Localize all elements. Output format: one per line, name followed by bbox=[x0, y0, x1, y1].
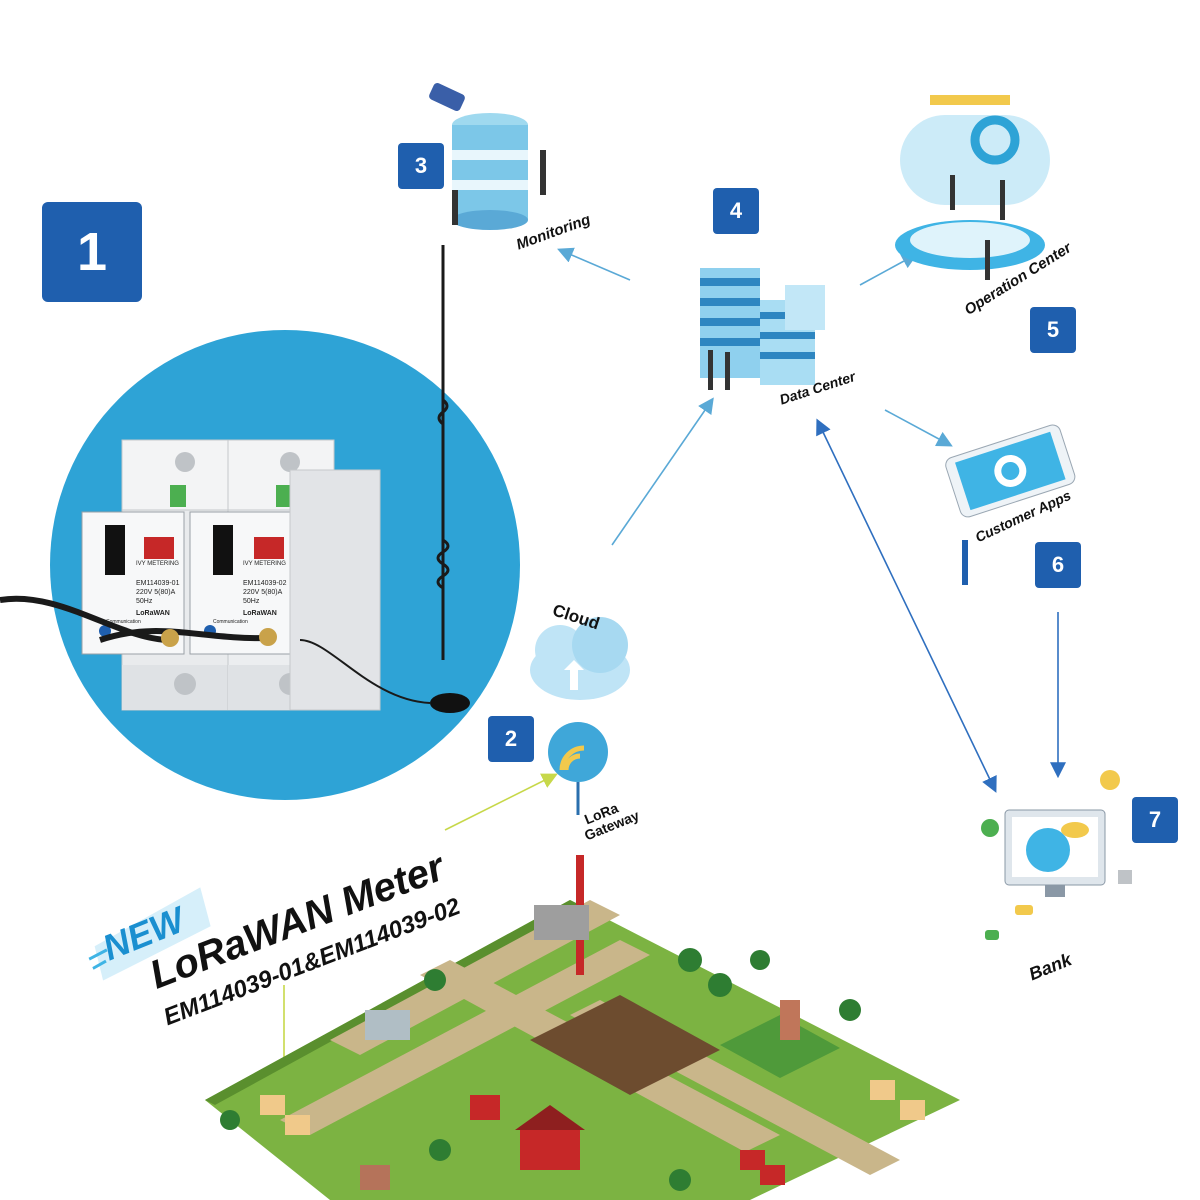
field-crops bbox=[530, 995, 720, 1095]
meter-1-faceplate-text: IVY METERING EM114039-01 220V 5(80)A 50H… bbox=[106, 560, 180, 627]
meter-2 bbox=[189, 439, 381, 711]
meter-2-rating: 220V 5(80)A bbox=[243, 589, 283, 596]
meter-1-port: Communication bbox=[106, 619, 141, 625]
cloud-icon bbox=[530, 617, 630, 700]
arrow-datacenter-to-operation bbox=[859, 253, 918, 286]
step-3-badge: 3 bbox=[398, 143, 444, 189]
town-road-3 bbox=[280, 940, 650, 1135]
arrow-datacenter-to-monitoring bbox=[557, 247, 631, 281]
meter-2-brand: IVY METERING bbox=[243, 561, 286, 567]
meter-2-protocol: LoRaWAN bbox=[243, 610, 277, 617]
meter-1-model: EM114039-01 bbox=[136, 580, 180, 587]
antenna bbox=[299, 245, 470, 713]
meter-2-faceplate-text: IVY METERING EM114039-02 220V 5(80)A 50H… bbox=[213, 560, 287, 627]
meter-2-freq: 50Hz bbox=[243, 598, 260, 605]
meter-cable bbox=[0, 595, 271, 643]
meter-1-brand: IVY METERING bbox=[136, 561, 179, 567]
meter-1-freq: 50Hz bbox=[136, 598, 153, 605]
step-4-badge: 4 bbox=[713, 188, 759, 234]
meter-2-model: EM114039-02 bbox=[243, 580, 287, 587]
step-7-badge: 7 bbox=[1132, 797, 1178, 843]
new-badge: NEW bbox=[78, 879, 230, 987]
step-2-badge: 2 bbox=[488, 716, 534, 762]
meter-1-protocol: LoRaWAN bbox=[136, 610, 170, 617]
gateway-icon bbox=[548, 722, 608, 815]
arrow-datacenter-bank bbox=[816, 418, 997, 793]
arrow-cloud-to-datacenter bbox=[611, 397, 714, 546]
step-5-badge: 5 bbox=[1030, 307, 1076, 353]
step-6-badge: 6 bbox=[1035, 542, 1081, 588]
meter-2-port: Communication bbox=[213, 619, 248, 625]
arrow-meter-to-gateway bbox=[444, 773, 558, 831]
step-1-badge: 1 bbox=[42, 202, 142, 302]
meter-1-rating: 220V 5(80)A bbox=[136, 589, 176, 596]
field-green bbox=[720, 1015, 840, 1078]
